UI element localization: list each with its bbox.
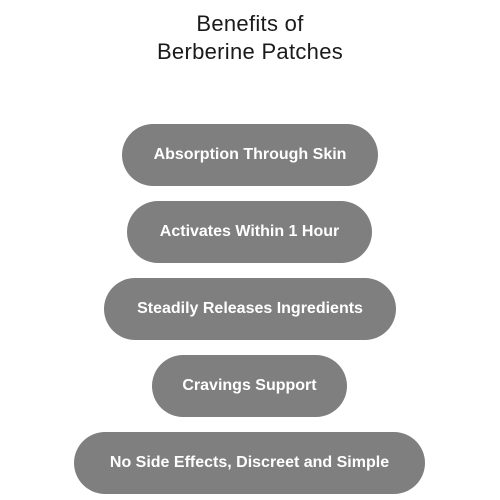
benefit-pill-absorption: Absorption Through Skin bbox=[122, 124, 378, 186]
benefit-pill-steady-release: Steadily Releases Ingredients bbox=[104, 278, 396, 340]
benefit-pill-cravings: Cravings Support bbox=[152, 355, 347, 417]
benefit-pill-no-side-effects: No Side Effects, Discreet and Simple bbox=[74, 432, 425, 494]
title-line-1: Benefits of bbox=[196, 11, 304, 36]
benefit-pill-activation: Activates Within 1 Hour bbox=[127, 201, 372, 263]
page-title: Benefits of Berberine Patches bbox=[0, 10, 500, 66]
title-line-2: Berberine Patches bbox=[156, 39, 344, 64]
